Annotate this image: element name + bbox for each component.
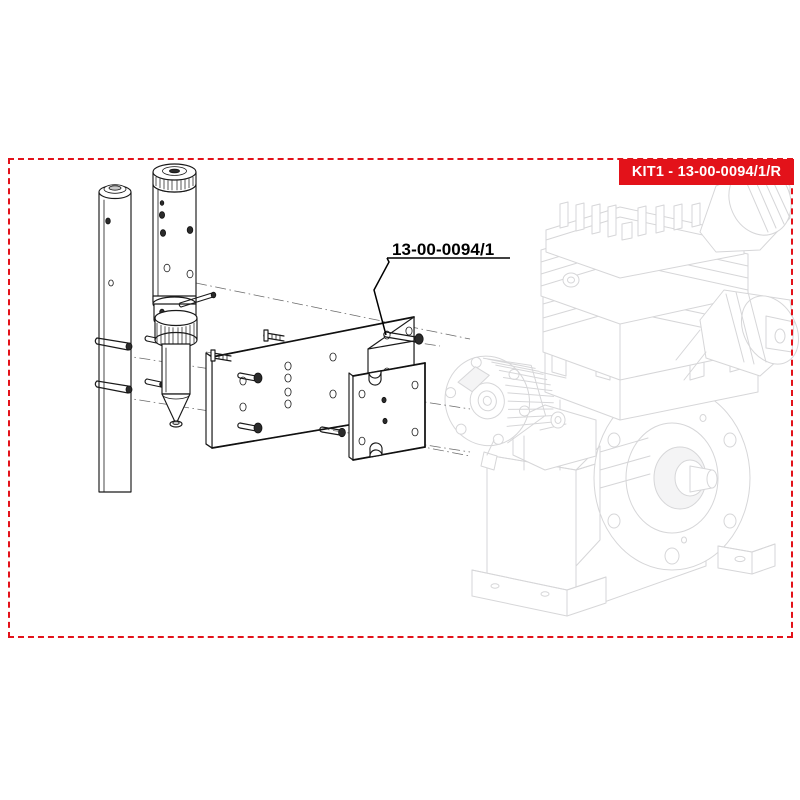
- hex-bolt: [263, 329, 285, 342]
- u-bolt-clamp: [94, 337, 133, 394]
- adapter-plate: [319, 362, 426, 461]
- callout-leader-line: [373, 257, 390, 336]
- hex-bolt: [237, 372, 263, 384]
- hex-bolt: [383, 331, 424, 345]
- hex-bolt: [319, 426, 346, 438]
- guide-tube: [98, 184, 132, 493]
- hex-bolt: [237, 422, 263, 434]
- hex-bolt: [210, 349, 232, 362]
- part-number-callout: 13-00-0094/1: [392, 240, 495, 259]
- kit-code-banner: KIT1 - 13-00-0094/1/R: [619, 159, 794, 185]
- compressor-pump: [444, 163, 800, 617]
- centerline-upper: [195, 282, 471, 340]
- knurl-cap: [155, 177, 194, 191]
- applicator-gun: [152, 163, 217, 428]
